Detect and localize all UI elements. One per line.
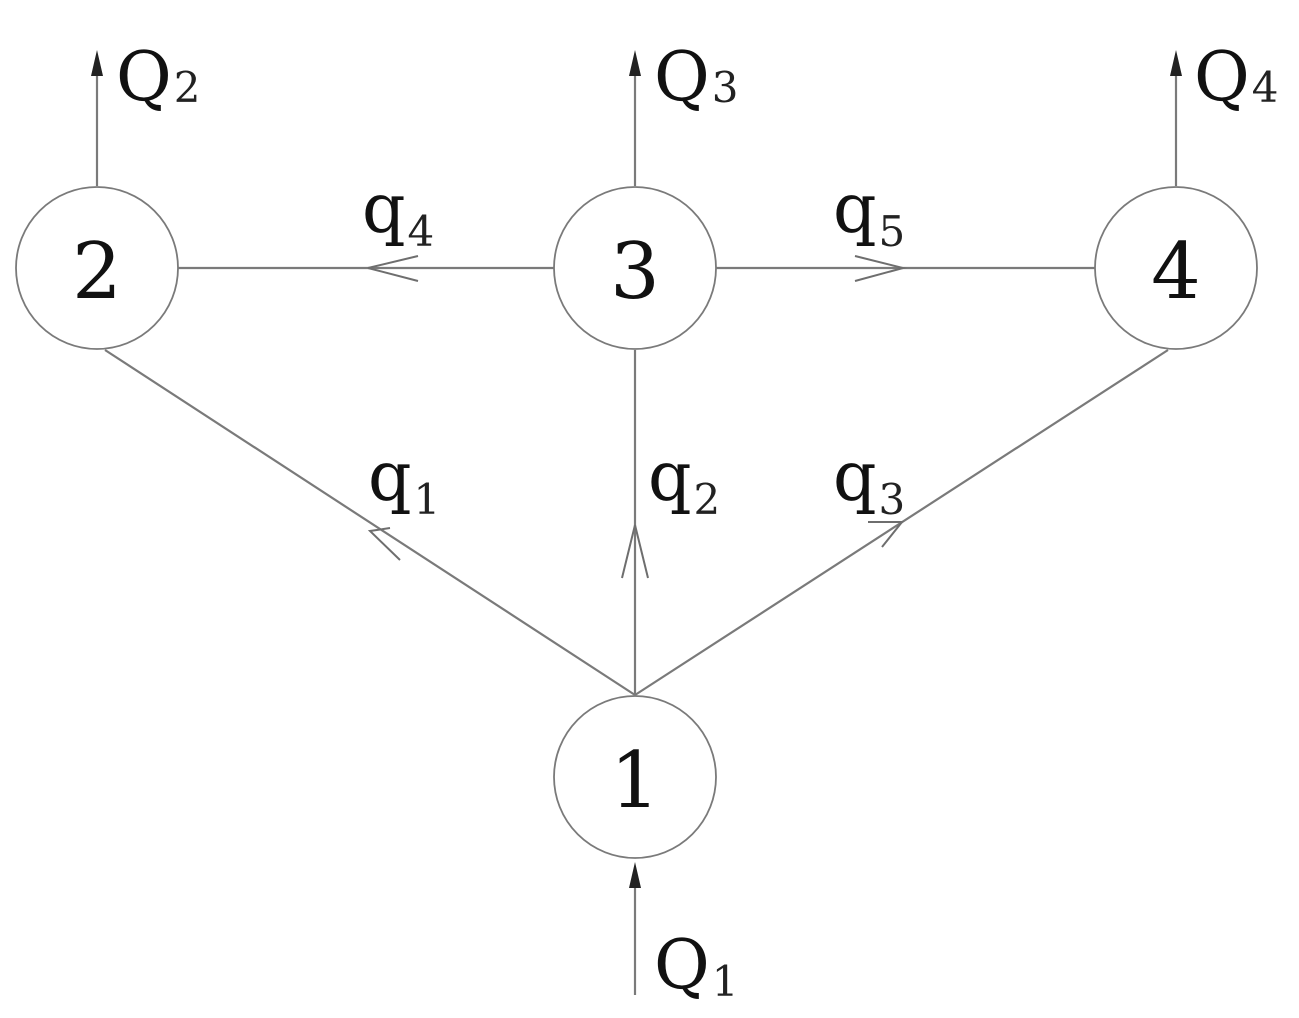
flow-q4-arrow-icon [367,255,419,282]
node-4-label: 4 [1151,227,1201,317]
node-4: 4 [1094,186,1258,350]
flow-q3-label: q3 [833,438,905,524]
flow-q5-label: q5 [833,170,905,256]
node-3-label: 3 [610,227,660,317]
flow-q4-label: q4 [362,170,434,256]
flow-q1-label: q1 [368,438,440,524]
node-3: 3 [553,186,717,350]
flow-q2-label: q2 [648,438,720,524]
external-Q2-arrow-icon [91,50,103,76]
node-2: 2 [15,186,179,350]
node-2-label: 2 [72,227,122,317]
external-Q3-arrow-icon [629,50,641,76]
flow-q5-arrow-icon [854,255,907,282]
edge-q1-line [104,349,636,696]
node-4-circle [1094,186,1258,350]
node-1-label: 1 [610,736,660,826]
node-3-circle [553,186,717,350]
external-Q4-label: Q4 [1194,38,1278,117]
external-Q3-label: Q3 [654,38,738,117]
external-Q2-label: Q2 [116,38,200,117]
node-1: 1 [553,695,717,859]
flow-q2-arrow-icon [621,524,649,579]
flow-q3-arrow-icon [868,521,905,548]
external-Q1-arrow-icon [629,862,641,888]
external-Q1-label: Q1 [654,926,738,1006]
node-2-circle [15,186,179,350]
external-Q4-arrow-icon [1170,50,1182,76]
flow-q1-arrow-icon [367,527,401,561]
node-1-circle [553,695,717,859]
